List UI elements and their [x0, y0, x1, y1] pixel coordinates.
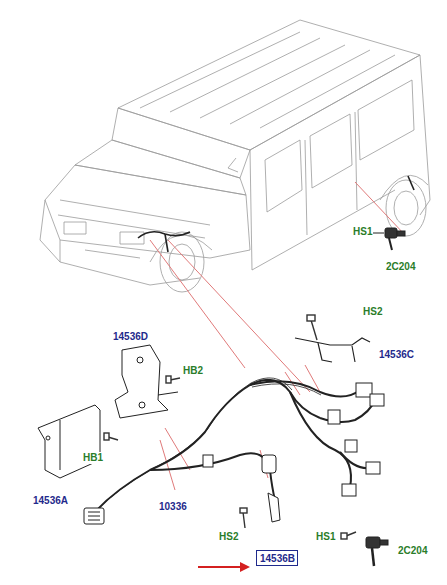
harness-on-vehicle — [138, 176, 414, 252]
fastener-code: HS1 — [315, 531, 336, 543]
part-number: 10336 — [158, 501, 188, 513]
bolt — [104, 315, 356, 539]
fastener-code: 2C204 — [385, 261, 416, 273]
vehicle-outline — [40, 20, 430, 292]
bracket — [295, 338, 370, 362]
clip — [268, 493, 280, 522]
fastener-code: HS2 — [362, 306, 383, 318]
part-number: 14536B — [260, 553, 294, 565]
leader-line — [150, 182, 405, 490]
wheel-speed-sensor — [366, 537, 388, 566]
part-number: 14536A — [32, 495, 69, 507]
part-number: 14536D — [112, 331, 149, 343]
fastener-code: HS2 — [218, 531, 239, 543]
wiring-harness — [97, 378, 321, 510]
fastener-code: HS1 — [352, 226, 373, 238]
wheel-speed-sensor — [372, 228, 405, 250]
pointer-arrow — [198, 562, 250, 572]
bracket — [115, 345, 178, 418]
connector — [84, 383, 384, 524]
fastener-code: 2C204 — [397, 545, 428, 557]
fastener-code: HB2 — [182, 365, 204, 377]
fastener-code: HB1 — [82, 452, 104, 464]
bracket — [38, 405, 100, 478]
highlighted-part-number: 14536B — [256, 550, 298, 566]
part-number: 14536C — [378, 349, 415, 361]
wiring-harness — [95, 380, 375, 512]
